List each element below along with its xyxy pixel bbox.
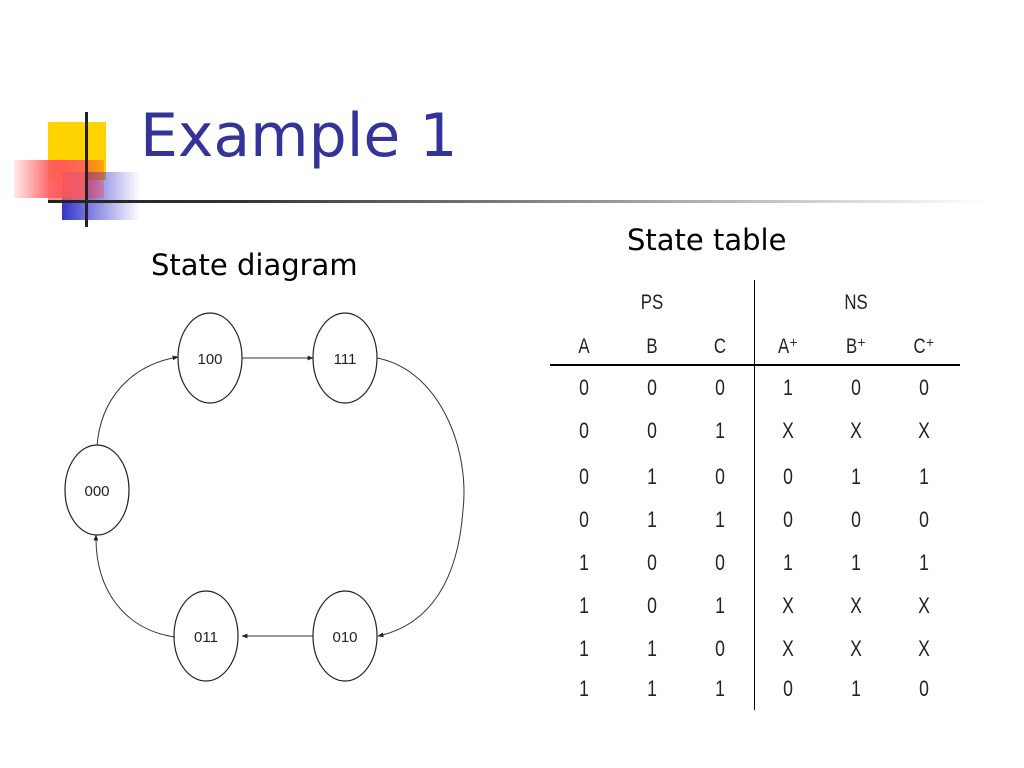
table-cell: 0 xyxy=(579,375,589,400)
table-cell: 0 xyxy=(647,550,657,575)
table-cell: 0 xyxy=(579,418,589,443)
state-node-011: 011 xyxy=(173,590,239,682)
table-cell: 0 xyxy=(783,507,793,532)
table-cell: 0 xyxy=(715,550,725,575)
group-header-ns: NS xyxy=(844,291,868,314)
vertical-rule xyxy=(85,112,88,227)
column-header: B⁺ xyxy=(845,335,867,358)
slide-decoration xyxy=(14,112,988,227)
table-cell: X xyxy=(782,593,794,618)
table-cell: 0 xyxy=(715,464,725,489)
state-node-111: 111 xyxy=(312,312,378,404)
state-label: 010 xyxy=(332,629,357,646)
table-cell: X xyxy=(918,418,930,443)
state-label: 000 xyxy=(84,483,109,500)
table-cell: 0 xyxy=(715,636,725,661)
state-node-100: 100 xyxy=(177,312,243,404)
state-label: 100 xyxy=(197,351,222,368)
table-cell: 0 xyxy=(647,375,657,400)
table-cell: 1 xyxy=(647,636,657,661)
transition-011-000 xyxy=(93,534,176,638)
table-cell: 0 xyxy=(851,375,861,400)
state-label: 011 xyxy=(194,629,218,646)
table-cell: 0 xyxy=(715,375,725,400)
table-cell: 1 xyxy=(851,550,861,575)
table-cell: 1 xyxy=(715,507,725,532)
state-diagram-label: State diagram xyxy=(151,248,358,282)
table-cell: X xyxy=(782,636,794,661)
table-cell: 1 xyxy=(919,464,929,489)
transition-000-100 xyxy=(96,355,179,448)
state-diagram: 100 111 000 011 010 xyxy=(64,312,465,682)
table-cell: 1 xyxy=(579,636,589,661)
table-cell: 0 xyxy=(647,593,657,618)
table-cell: 1 xyxy=(851,676,861,701)
table-divider-vertical xyxy=(754,280,755,710)
table-cell: 1 xyxy=(715,593,725,618)
table-cell: X xyxy=(782,418,794,443)
column-header: A xyxy=(578,335,590,358)
table-cell: 1 xyxy=(579,550,589,575)
table-cell: 0 xyxy=(851,507,861,532)
table-cell: X xyxy=(918,636,930,661)
table-cell: X xyxy=(918,593,930,618)
table-cell: 0 xyxy=(579,464,589,489)
table-cell: 1 xyxy=(647,507,657,532)
column-header: C xyxy=(713,335,727,358)
red-gradient-square xyxy=(48,160,88,200)
table-cell: 0 xyxy=(919,676,929,701)
transition-111-010 xyxy=(376,357,465,638)
table-cell: 1 xyxy=(783,550,793,575)
table-cell: 1 xyxy=(715,676,725,701)
table-cell: X xyxy=(850,418,862,443)
title-underline xyxy=(48,200,988,203)
table-cell: 0 xyxy=(647,418,657,443)
state-label: 111 xyxy=(334,351,357,368)
table-cell: 0 xyxy=(579,507,589,532)
table-cell: 1 xyxy=(579,676,589,701)
state-node-000: 000 xyxy=(64,444,130,536)
table-cell: 0 xyxy=(919,507,929,532)
table-cell: 1 xyxy=(579,593,589,618)
state-table-label: State table xyxy=(627,223,787,257)
state-node-010: 010 xyxy=(312,590,378,682)
table-cell: 1 xyxy=(647,464,657,489)
table-cell: X xyxy=(850,636,862,661)
table-cell: 0 xyxy=(919,375,929,400)
column-header: A⁺ xyxy=(777,335,799,358)
table-cell: 1 xyxy=(783,375,793,400)
table-cell: 1 xyxy=(647,676,657,701)
group-header-ps: PS xyxy=(640,291,664,314)
table-cell: 1 xyxy=(851,464,861,489)
table-divider-horizontal xyxy=(550,364,960,366)
table-cell: 1 xyxy=(715,418,725,443)
table-cell: 0 xyxy=(783,676,793,701)
table-cell: X xyxy=(850,593,862,618)
column-header: C⁺ xyxy=(913,335,935,358)
column-header: B xyxy=(646,335,658,358)
slide-title: Example 1 xyxy=(140,101,458,171)
table-cell: 1 xyxy=(919,550,929,575)
table-cell: 0 xyxy=(783,464,793,489)
